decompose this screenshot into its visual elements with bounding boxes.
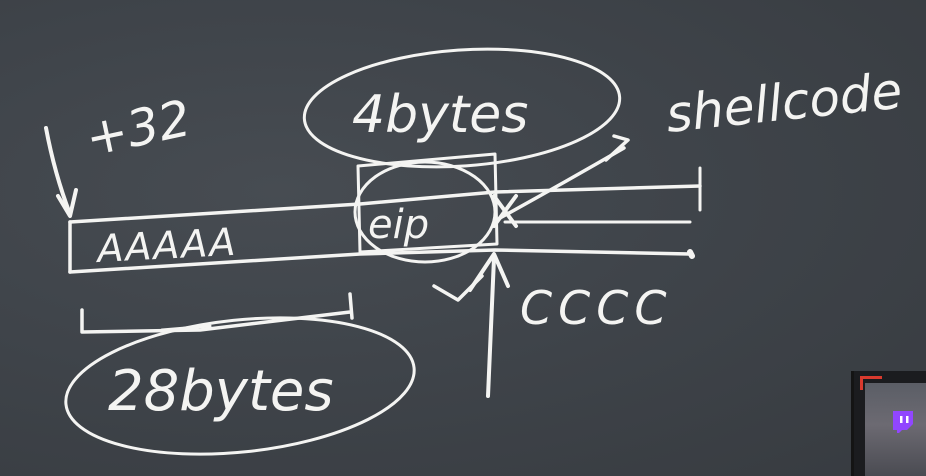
buffer-size-bracket xyxy=(80,292,354,334)
shellcode-label: shellcode xyxy=(663,61,905,143)
start-arrow xyxy=(44,126,72,216)
cccc-label: CCCC xyxy=(520,281,672,335)
buffer-top-edge xyxy=(68,184,702,224)
buffer-bottom-edge xyxy=(68,248,692,274)
eip-size-ellipse xyxy=(302,47,622,169)
webcam-frame-corner xyxy=(860,376,882,379)
eip-circle xyxy=(353,160,497,264)
buffer-size-ellipse xyxy=(64,316,416,456)
buffer-fill-text: AAAAA xyxy=(93,220,238,271)
offset-label: +32 xyxy=(80,89,195,168)
shellcode-arrow-tick xyxy=(604,134,630,162)
eip-label: eip xyxy=(368,202,429,248)
eip-size-label: 4bytes xyxy=(352,85,528,145)
buffer-size-label: 28bytes xyxy=(108,359,334,424)
buffer-right-dot xyxy=(687,249,695,259)
up-arrow-hook xyxy=(432,274,484,302)
webcam-frame-corner-vertical xyxy=(860,376,863,390)
eip-box xyxy=(356,152,499,254)
up-arrow xyxy=(486,256,496,398)
start-arrowhead xyxy=(56,188,78,218)
webcam-overlay xyxy=(851,371,926,476)
twitch-icon xyxy=(893,411,913,433)
